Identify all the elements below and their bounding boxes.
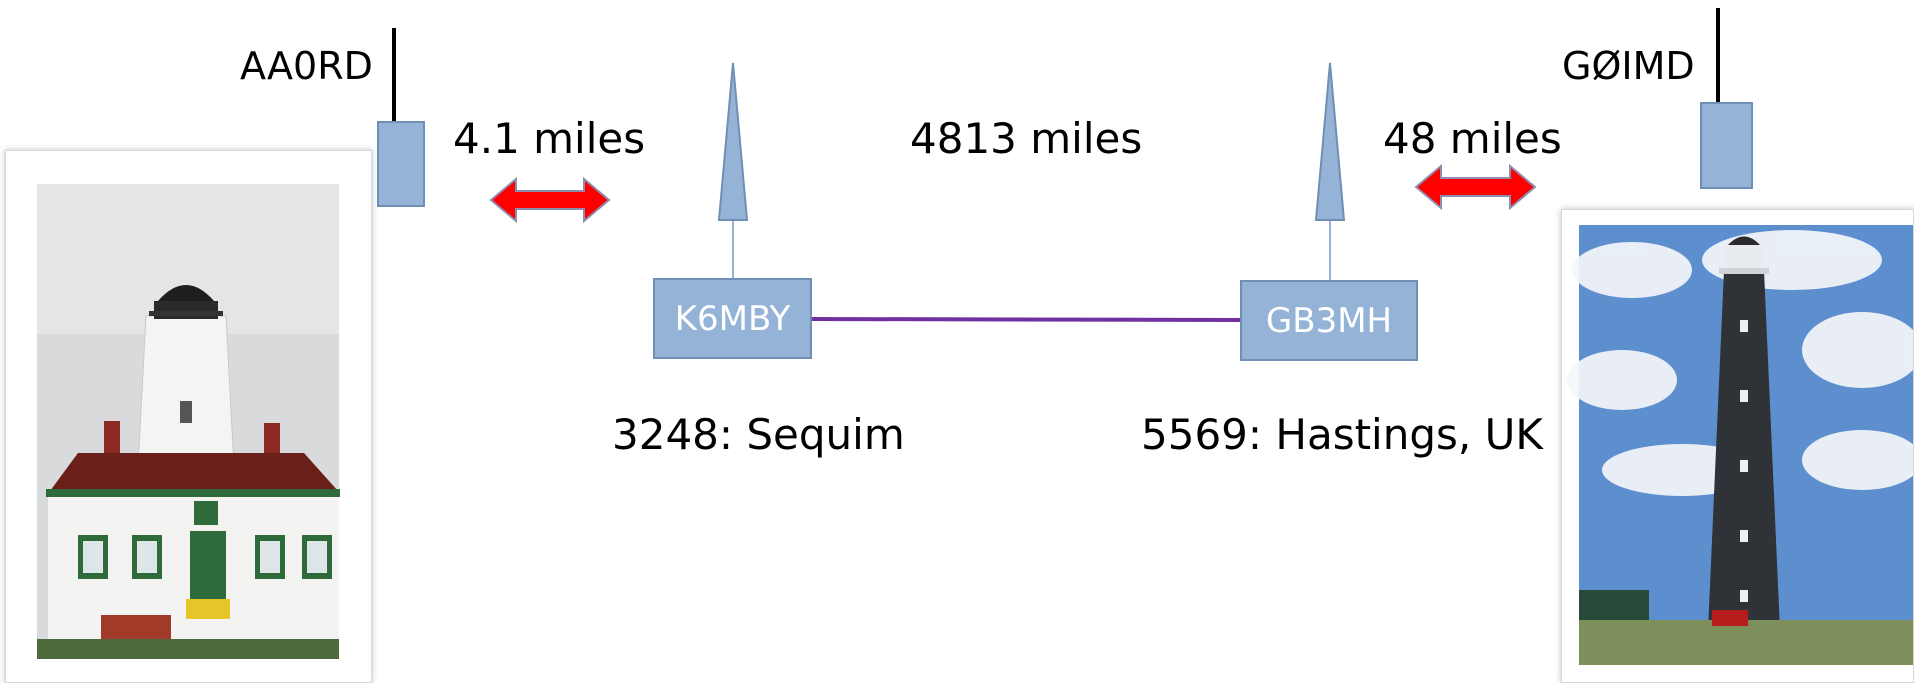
right-repeater-node: GB3MH — [1240, 280, 1418, 361]
internet-link-distance: 4813 miles — [910, 114, 1143, 163]
right-repeater-antenna — [1314, 62, 1346, 221]
left-link-distance: 4.1 miles — [453, 114, 646, 163]
right-double-arrow — [1414, 163, 1537, 211]
right-user-callsign: GØIMD — [1562, 44, 1695, 88]
left-lighthouse-photo — [5, 150, 372, 683]
left-double-arrow — [489, 176, 611, 224]
right-lighthouse-photo — [1561, 209, 1914, 683]
right-user-radio — [1700, 102, 1753, 189]
left-user-callsign: AA0RD — [240, 44, 373, 88]
left-repeater-node: K6MBY — [653, 278, 812, 359]
left-user-antenna — [392, 28, 396, 122]
internet-link-line — [807, 317, 1243, 322]
right-node-label: 5569: Hastings, UK — [1141, 410, 1543, 459]
right-user-antenna — [1716, 8, 1720, 103]
left-node-label: 3248: Sequim — [612, 410, 905, 459]
left-repeater-antenna — [717, 62, 749, 221]
right-link-distance: 48 miles — [1383, 114, 1562, 163]
right-lighthouse-image — [1567, 225, 1913, 665]
left-user-radio — [377, 121, 425, 207]
left-lighthouse-image — [37, 184, 340, 659]
